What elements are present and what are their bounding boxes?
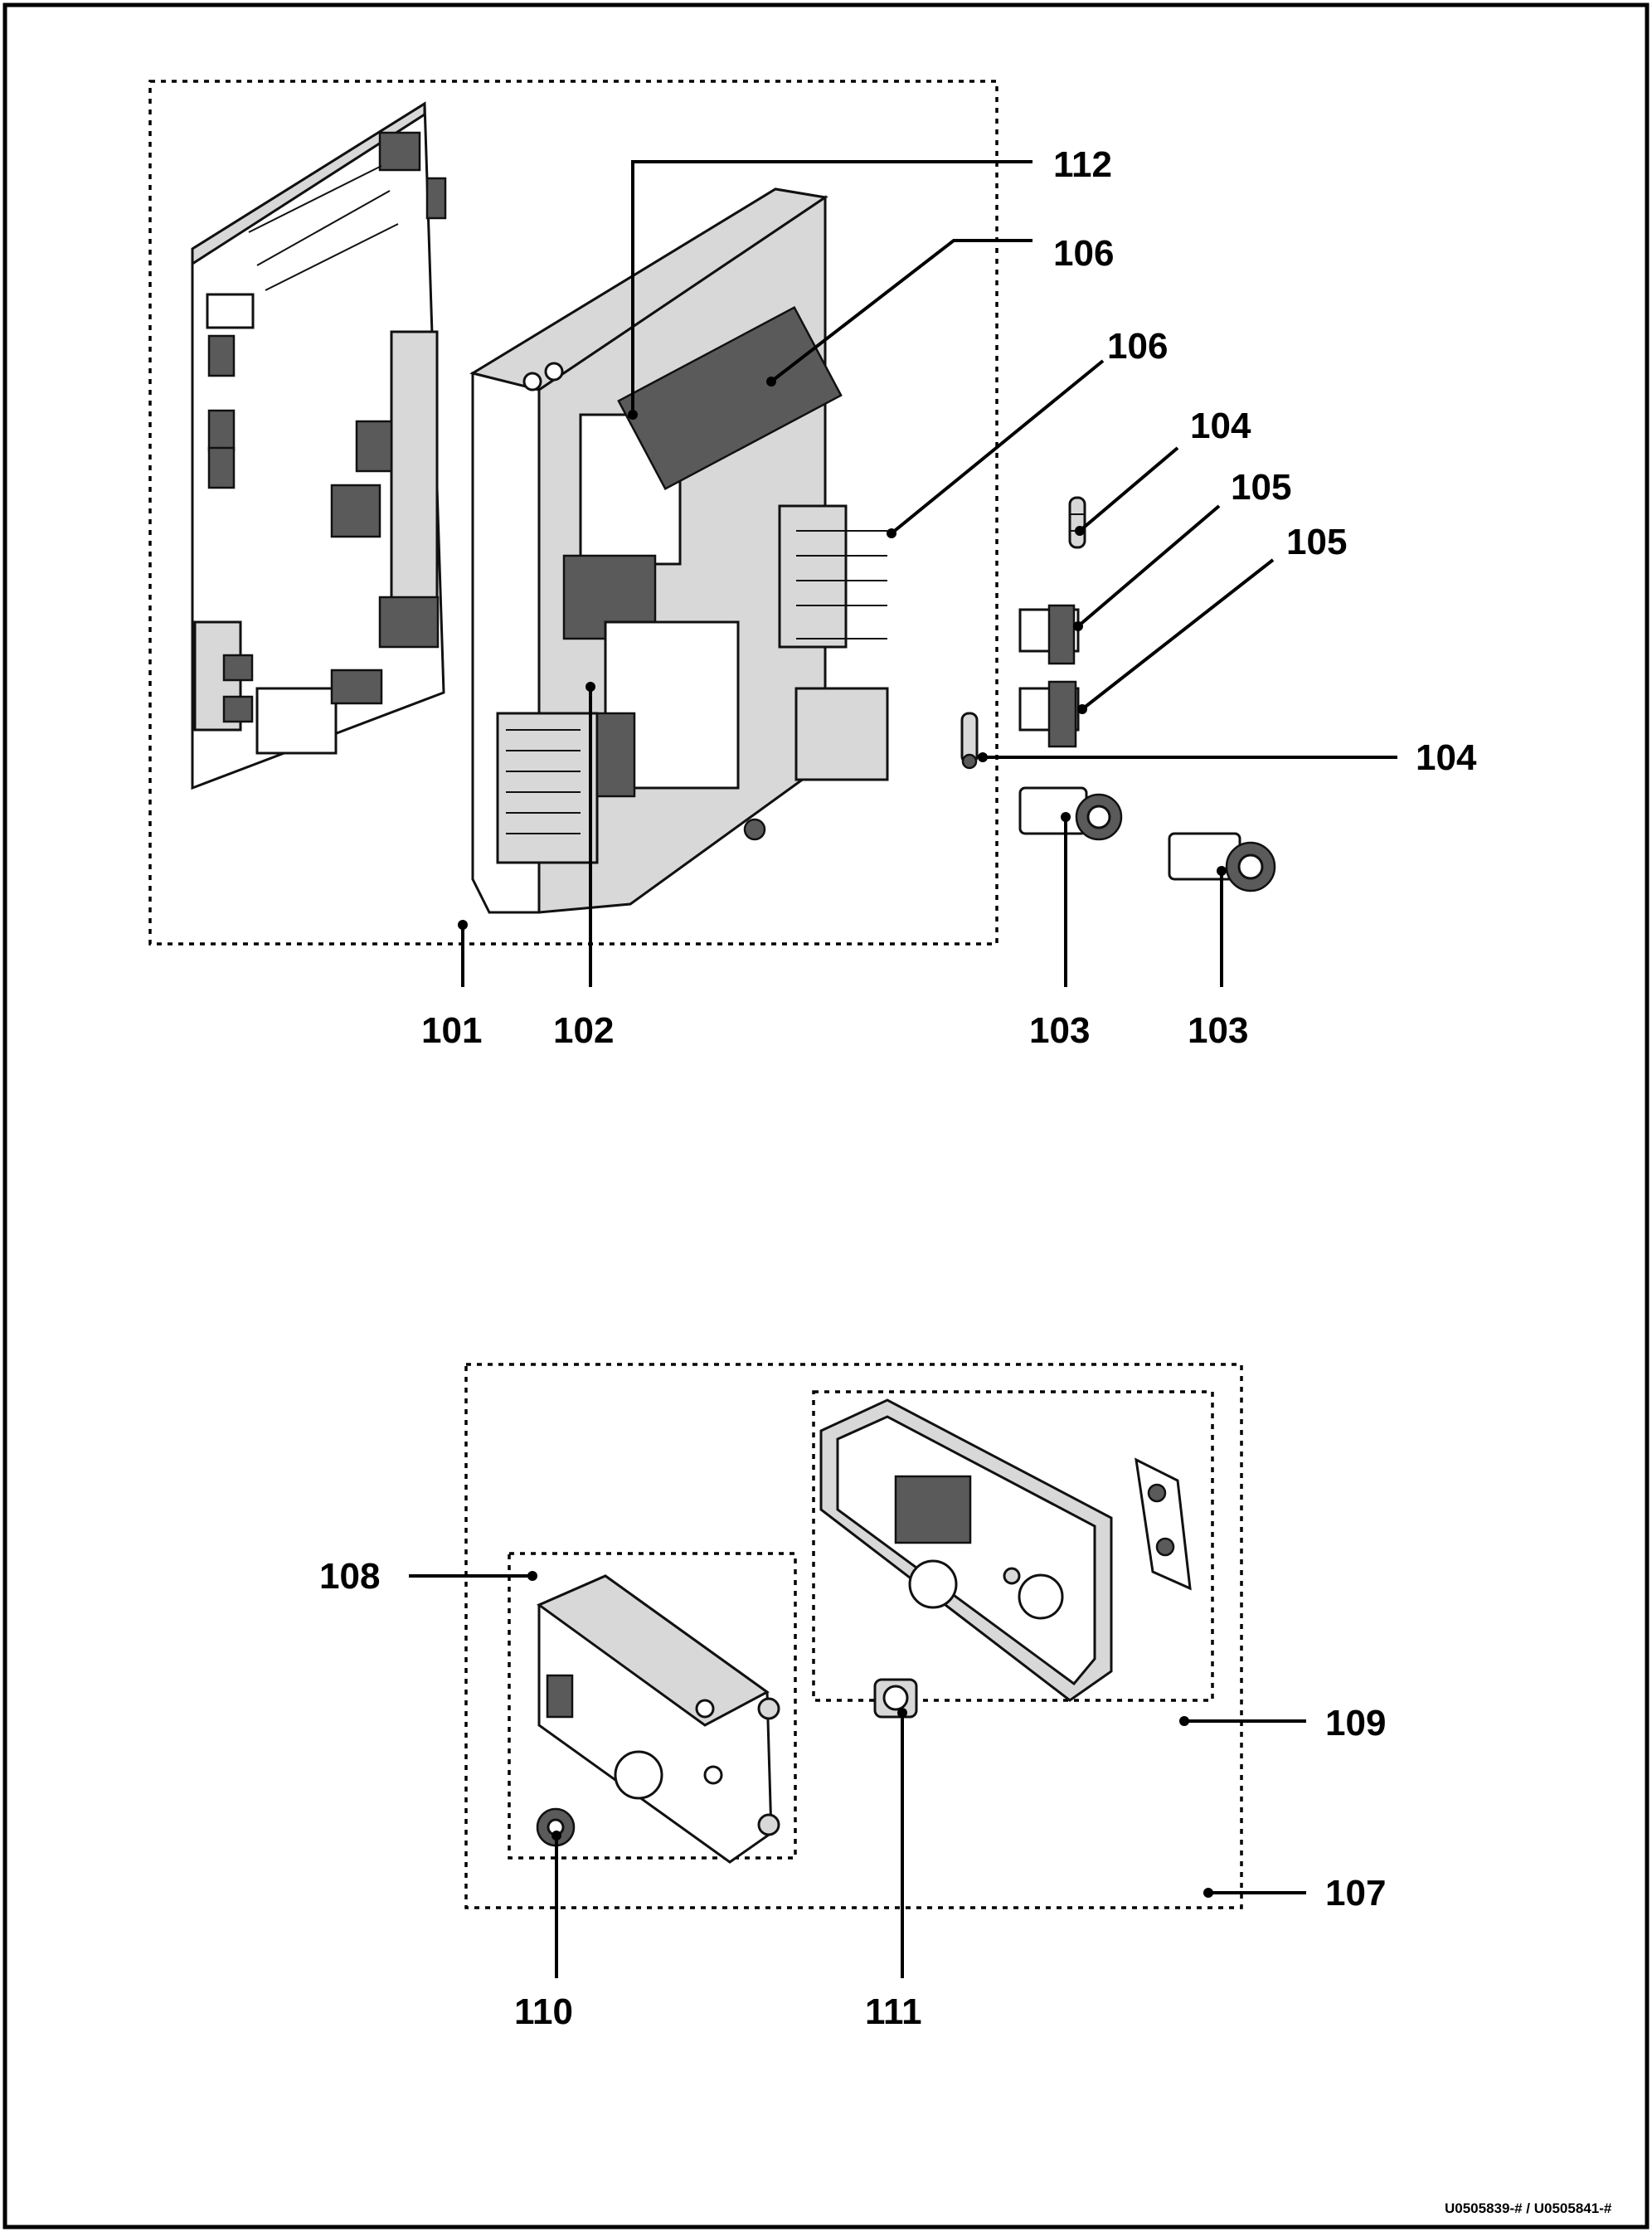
reference-code: U0505839-# / U0505841-# (1445, 2200, 1612, 2216)
callout-105-lower: 105 (1286, 522, 1347, 562)
assembly-108-boundary (508, 1552, 797, 1860)
assembly-107-boundary (464, 1363, 1243, 1909)
fuse-104-top (1068, 496, 1086, 549)
leader-lines-bottom (409, 1571, 1306, 1978)
leader-lines-top (458, 160, 1397, 987)
callout-108: 108 (319, 1556, 380, 1597)
fuse-holder-105-bottom (1018, 680, 1080, 748)
callout-107: 107 (1325, 1873, 1386, 1913)
callout-104-upper: 104 (1190, 406, 1251, 446)
callout-106-lower: 106 (1107, 326, 1168, 367)
callout-104-lower: 104 (1416, 737, 1477, 778)
callout-102: 102 (553, 1010, 614, 1051)
callout-106-upper: 106 (1053, 233, 1114, 274)
switch-103-left (1018, 786, 1123, 841)
callout-112: 112 (1053, 144, 1112, 185)
callout-103-left: 103 (1029, 1010, 1090, 1051)
callout-109: 109 (1325, 1703, 1386, 1743)
assembly-101-boundary (148, 80, 998, 946)
callout-111: 111 (865, 1991, 922, 2032)
fuse-104-bottom (960, 712, 979, 770)
knob-110 (536, 1807, 576, 1847)
callout-110: 110 (514, 1991, 573, 2032)
button-111 (873, 1678, 918, 1719)
display-unit-108 (536, 1574, 780, 1864)
assembly-109-boundary (812, 1390, 1214, 1702)
control-panel-frame-109 (819, 1398, 1192, 1702)
callout-103-right: 103 (1188, 1010, 1248, 1051)
circuit-board (191, 101, 447, 790)
callout-105-upper: 105 (1231, 467, 1291, 508)
control-housing (469, 187, 889, 914)
callout-101: 101 (421, 1010, 482, 1051)
fuse-holder-105-top (1018, 604, 1080, 665)
